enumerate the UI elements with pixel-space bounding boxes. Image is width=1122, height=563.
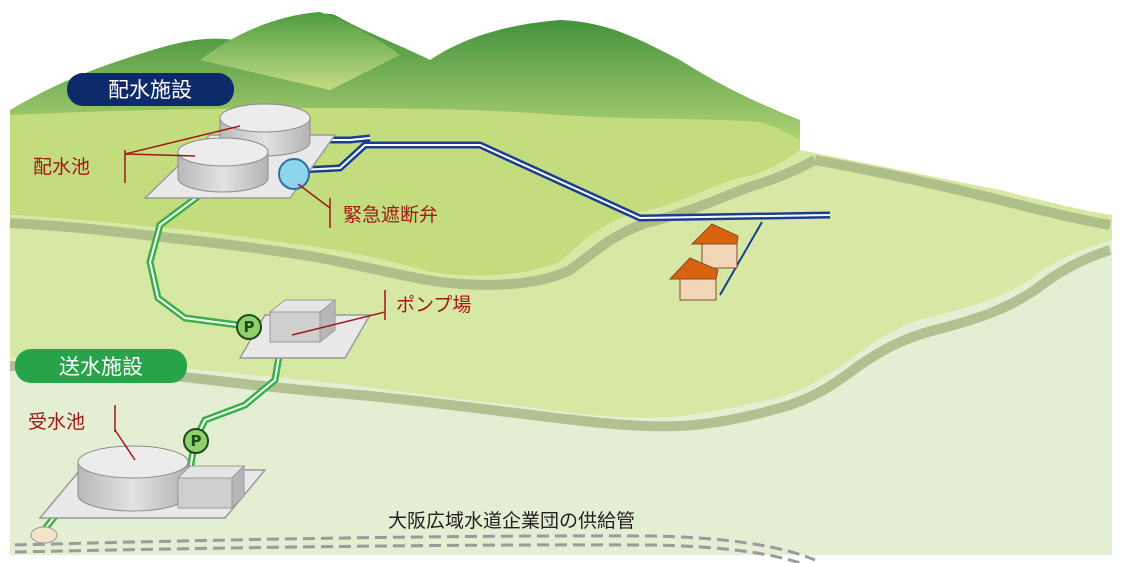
emergency-shutoff-valve-icon — [278, 158, 310, 190]
pump-marker-icon: P — [236, 314, 262, 340]
contour-bands — [9, 155, 1112, 432]
pump-station-site — [238, 298, 372, 359]
house-icon — [668, 223, 739, 301]
supply-pipe-line — [14, 534, 816, 563]
distribution-reservoir-tank-front — [177, 137, 269, 193]
distribution-reservoir-site — [143, 103, 337, 199]
label-pump-station: ポンプ場 — [396, 294, 471, 316]
pump-marker-icon: P — [183, 428, 209, 454]
receiving-reservoir-site — [38, 445, 267, 519]
leader-lines — [114, 125, 386, 461]
label-distribution-reservoir: 配水池 — [33, 156, 90, 178]
svg-text:P: P — [244, 318, 255, 336]
supply-connection-icon — [30, 526, 58, 544]
label-emergency-shutoff-valve: 緊急遮断弁 — [343, 204, 438, 226]
svg-text:送水施設: 送水施設 — [59, 355, 143, 379]
lower-terrain — [10, 240, 1112, 555]
label-receiving-reservoir: 受水池 — [28, 411, 85, 433]
badge-transmission-facility: 送水施設 — [15, 349, 187, 383]
svg-text:P: P — [191, 432, 202, 450]
badge-distribution-facility: 配水施設 — [67, 73, 234, 106]
svg-text:配水施設: 配水施設 — [108, 78, 192, 102]
label-supply-pipe: 大阪広域水道企業団の供給管 — [388, 510, 635, 532]
